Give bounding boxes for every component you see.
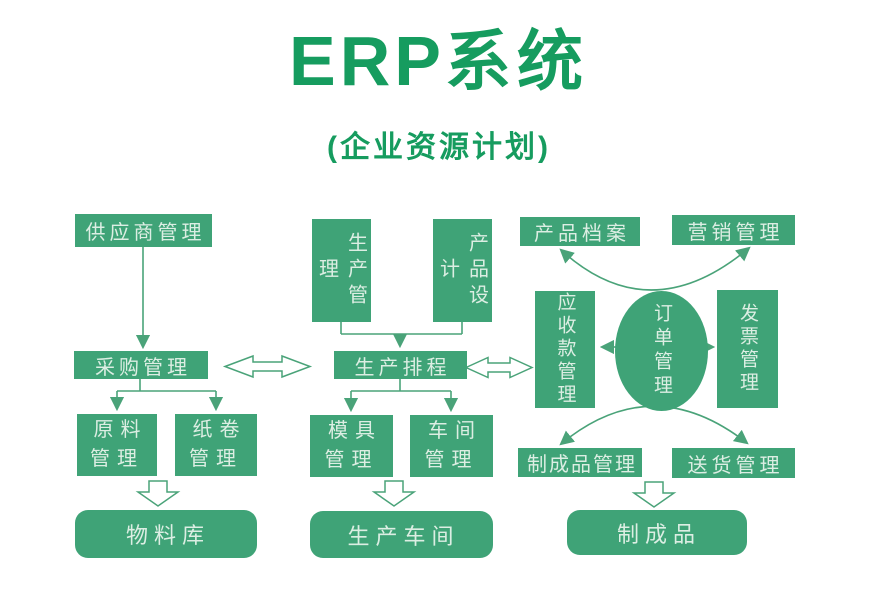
node-material-warehouse: 物料库 <box>75 510 257 558</box>
node-order-management: 订单管理 <box>615 291 708 411</box>
double-arrow-purchase-schedule <box>222 354 313 379</box>
connector-purchase-branch <box>117 379 216 392</box>
connector-merge-branch <box>340 322 463 335</box>
node-raw-material-management: 原料 管理 <box>77 414 157 476</box>
node-delivery-management: 送货管理 <box>672 448 795 478</box>
node-mold-management: 模具 管理 <box>310 415 393 477</box>
node-finished-goods-management: 制成品管理 <box>518 448 642 477</box>
page-subtitle: (企业资源计划) <box>327 131 551 164</box>
title-latin: ERP <box>289 22 445 100</box>
block-arrow-to-material-warehouse <box>135 480 181 507</box>
node-paper-roll-management: 纸卷 管理 <box>175 414 257 476</box>
node-finished-goods: 制成品 <box>567 510 747 555</box>
node-product-design: 产品设计 <box>433 219 492 322</box>
connector-order-to-archive-marketing-arc <box>559 246 751 291</box>
block-arrow-to-production-workshop <box>371 480 417 507</box>
node-production-workshop: 生产车间 <box>310 511 493 558</box>
node-workshop-management: 车间 管理 <box>410 415 493 477</box>
connector-order-to-finished-delivery-arc <box>559 405 749 446</box>
node-receivables-management: 应收款管理 <box>535 291 595 408</box>
block-arrow-to-finished-goods <box>631 481 677 508</box>
node-production-management: 生产管理 <box>312 219 371 322</box>
double-arrow-schedule-receivables <box>464 356 534 379</box>
page-title: ERP系统 <box>0 26 878 96</box>
node-invoice-management: 发票管理 <box>717 290 778 408</box>
node-supplier-management: 供应商管理 <box>75 214 212 247</box>
node-marketing-management: 营销管理 <box>672 215 795 245</box>
title-cjk: 系统 <box>444 24 589 98</box>
node-production-schedule: 生产排程 <box>334 351 467 379</box>
node-product-archive: 产品档案 <box>520 217 640 246</box>
node-purchase-management: 采购管理 <box>74 351 208 379</box>
connector-schedule-branch <box>351 379 451 392</box>
